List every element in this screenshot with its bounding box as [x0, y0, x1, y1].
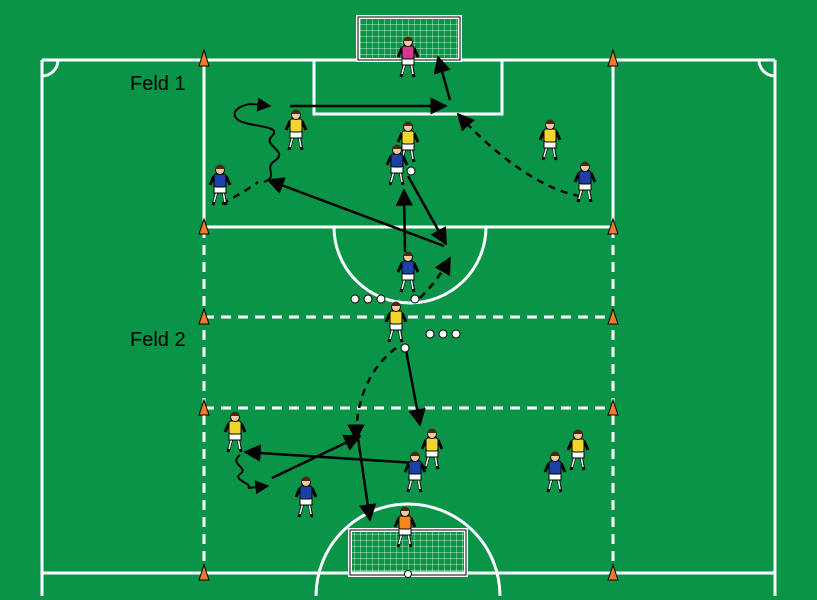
- player-yellow: [538, 119, 562, 161]
- field-1-label: Feld 1: [130, 73, 186, 95]
- balls: [350, 166, 461, 578]
- cone: [198, 563, 210, 581]
- cone: [607, 398, 619, 416]
- ball: [400, 343, 410, 353]
- dribble-path: [235, 454, 270, 495]
- arrow: [406, 175, 448, 246]
- player-blue: [403, 451, 427, 493]
- players: [208, 36, 597, 548]
- arrow: [433, 55, 452, 101]
- field-2-label: Feld 2: [130, 329, 186, 351]
- player-blue: [543, 451, 567, 493]
- cones: [198, 48, 619, 581]
- dribble-path: [233, 97, 281, 183]
- arrow: [356, 437, 377, 522]
- run-path: [347, 347, 397, 442]
- cone: [607, 48, 619, 67]
- player-yellow: [284, 109, 308, 151]
- arrow: [395, 188, 414, 253]
- cone: [198, 398, 210, 416]
- ball: [410, 294, 420, 304]
- arrow: [271, 434, 362, 480]
- ball: [406, 166, 416, 176]
- cone: [607, 217, 619, 235]
- goalkeeper: [393, 506, 417, 548]
- run-path: [419, 256, 452, 299]
- pitch-lines: [40, 58, 777, 597]
- ball: [425, 329, 435, 339]
- player-yellow: [566, 429, 590, 471]
- goalkeeper: [396, 36, 420, 78]
- player-blue: [385, 144, 409, 186]
- arrow: [266, 177, 445, 248]
- arrow: [404, 349, 426, 427]
- ball: [363, 294, 373, 304]
- cone: [198, 48, 210, 67]
- player-yellow: [420, 428, 444, 470]
- cone: [607, 563, 619, 581]
- player-blue: [294, 476, 318, 518]
- cone: [607, 307, 619, 325]
- ball: [376, 294, 386, 304]
- ball: [350, 294, 360, 304]
- player-blue: [208, 164, 232, 206]
- cone: [198, 307, 210, 325]
- player-blue: [396, 251, 420, 293]
- player-yellow: [223, 411, 247, 453]
- dribble-paths: [233, 97, 281, 495]
- arrow: [243, 444, 417, 465]
- player-yellow: [384, 301, 408, 343]
- pass-arrows: [243, 55, 452, 522]
- player-blue: [573, 161, 597, 203]
- cone: [198, 217, 210, 235]
- ball: [451, 329, 461, 339]
- ball: [438, 329, 448, 339]
- ball: [404, 570, 412, 578]
- run-path: [456, 112, 581, 198]
